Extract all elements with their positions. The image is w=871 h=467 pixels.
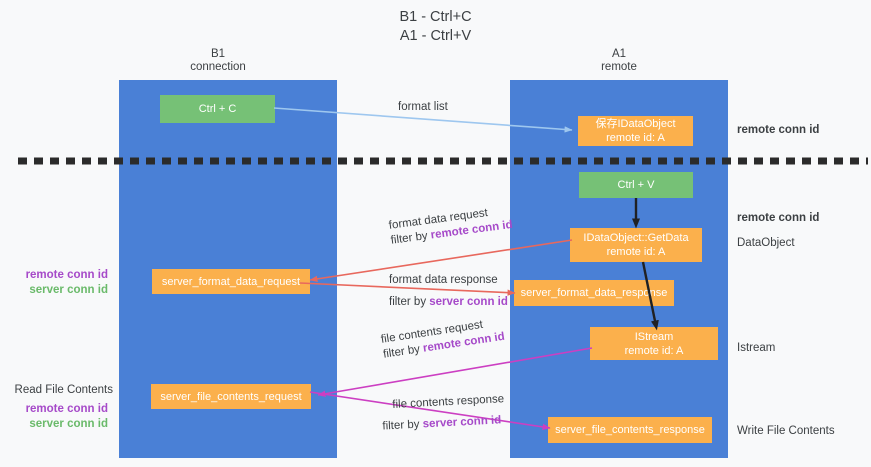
note-read-file-contents: Read File Contents [14, 384, 113, 396]
edge-label-file-contents-response-line2: filter by server conn id [382, 413, 505, 434]
node-save-idataobject-sub: remote id: A [606, 132, 665, 144]
lane-header-b1: B1 connection [147, 48, 289, 74]
node-server-format-data-request[interactable]: server_format_data_request [152, 269, 310, 294]
edge-label-format-list: format list [398, 101, 448, 113]
note-write-file-contents: Write File Contents [737, 425, 835, 437]
lane-header-a1: A1 remote [548, 48, 690, 74]
node-ctrl-v[interactable]: Ctrl + V [579, 172, 693, 198]
edge-label-file-contents-response-line1: file contents response [392, 393, 505, 411]
note-remote-conn-id-left-bot: remote conn id [25, 403, 108, 415]
node-save-idataobject-label: 保存IDataObject [595, 118, 676, 130]
node-istream[interactable]: IStream remote id: A [590, 327, 718, 360]
keyword-server-conn-id-1: server conn id [429, 296, 508, 308]
note-left-conn-ids-mid: remote conn id server conn id [0, 268, 108, 298]
lane-header-b1-line1: B1 [210, 48, 226, 60]
node-istream-label: IStream [634, 330, 674, 343]
note-istream: Istream [737, 342, 776, 354]
edge-label-format-data-response: format data response filter by server co… [389, 273, 508, 310]
note-left-conn-ids-bottom: remote conn id server conn id [0, 402, 108, 432]
note-remote-conn-id-top: remote conn id [737, 124, 820, 136]
filter-by-prefix-2: filter by [389, 296, 430, 308]
node-idataobject-getdata[interactable]: IDataObject::GetData remote id: A [570, 228, 702, 262]
filter-by-prefix-1: filter by [390, 229, 432, 247]
note-dataobject: DataObject [737, 237, 795, 249]
node-server-file-contents-response-label: server_file_contents_response [555, 424, 705, 436]
node-ctrl-c[interactable]: Ctrl + C [160, 95, 275, 123]
note-server-conn-id-left-bot: server conn id [29, 418, 108, 430]
edge-label-file-contents-response: file contents response filter by server … [382, 392, 506, 434]
node-save-idataobject[interactable]: 保存IDataObject remote id: A [578, 116, 693, 146]
edge-label-format-data-request: format data request filter by remote con… [388, 203, 514, 249]
node-server-format-data-response[interactable]: server_format_data_response [514, 280, 674, 306]
lane-header-a1-line1: A1 [611, 48, 627, 60]
node-istream-sub: remote id: A [624, 344, 684, 357]
keyword-server-conn-id-2: server conn id [422, 414, 502, 431]
node-server-format-data-response-label: server_format_data_response [520, 287, 668, 299]
edge-label-format-data-response-line2: filter by server conn id [389, 295, 508, 310]
node-server-file-contents-response[interactable]: server_file_contents_response [548, 417, 712, 443]
note-remote-conn-id-left-mid: remote conn id [25, 269, 108, 281]
diagram-title-line1: B1 - Ctrl+C [399, 9, 472, 25]
node-server-format-data-request-label: server_format_data_request [161, 275, 301, 288]
edge-label-format-data-response-line1: format data response [389, 274, 498, 286]
node-idataobject-getdata-label: IDataObject::GetData [583, 232, 689, 244]
node-ctrl-c-label: Ctrl + C [198, 103, 237, 115]
node-server-file-contents-request-label: server_file_contents_request [160, 390, 302, 403]
note-server-conn-id-left-mid: server conn id [29, 284, 108, 296]
lane-header-b1-line2: connection [190, 61, 246, 73]
filter-by-prefix-4: filter by [382, 418, 424, 433]
node-server-file-contents-request[interactable]: server_file_contents_request [151, 384, 311, 409]
diagram-title-line2: A1 - Ctrl+V [399, 28, 472, 44]
node-idataobject-getdata-sub: remote id: A [606, 246, 666, 258]
node-ctrl-v-label: Ctrl + V [617, 179, 655, 191]
diagram-title: B1 - Ctrl+C A1 - Ctrl+V [0, 8, 871, 46]
lane-header-a1-line2: remote [601, 61, 637, 73]
note-remote-conn-id-mid: remote conn id [737, 212, 820, 224]
edge-label-file-contents-request: file contents request filter by remote c… [380, 315, 506, 363]
